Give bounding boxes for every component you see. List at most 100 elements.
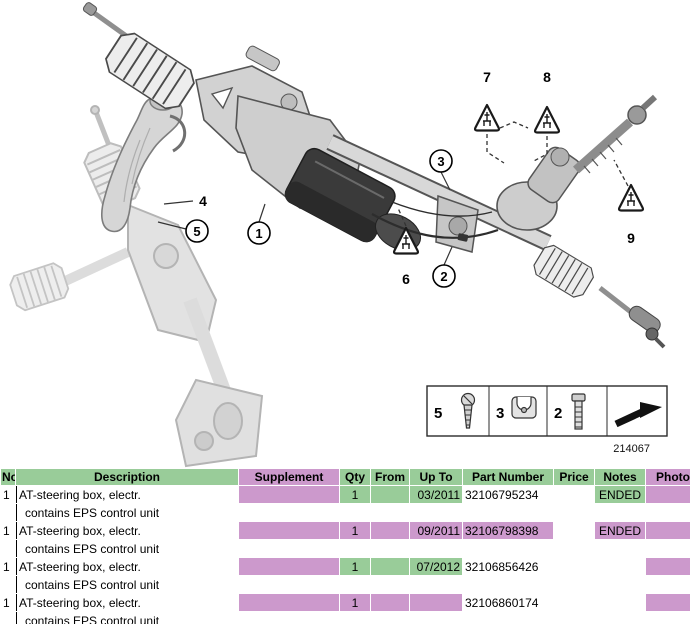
callout-6[interactable]: 6 (402, 271, 410, 287)
callout-3[interactable]: 3 (429, 149, 453, 173)
row-description: AT-steering box, electr. (16, 594, 238, 611)
callout-2[interactable]: 2 (432, 264, 456, 288)
parts-diagram-svg: 1 2 3 5 4 6 7 8 (7, 2, 668, 468)
row-price (554, 486, 594, 503)
legend-see-illustration[interactable] (614, 402, 662, 428)
row-notes (595, 504, 645, 521)
drawing-number: 214067 (613, 443, 650, 455)
svg-text:3: 3 (437, 154, 444, 169)
row-price (554, 594, 594, 611)
row-part-number (463, 576, 553, 593)
header-no: No. (1, 469, 15, 485)
row-price (554, 522, 594, 539)
row-part-number (463, 504, 553, 521)
row-notes: ENDED (595, 486, 645, 503)
callout-9[interactable]: 9 (627, 230, 635, 246)
row-price (554, 576, 594, 593)
row-supplement (239, 558, 339, 575)
row-supplement (239, 594, 339, 611)
header-part-number: Part Number (463, 469, 553, 485)
warning-triangle-7-icon (473, 103, 501, 132)
table-row[interactable]: 1 AT-steering box, electr. 1 09/2011 321… (1, 522, 690, 539)
row-description-line2: contains EPS control unit (16, 504, 238, 521)
row-photo (646, 522, 690, 539)
row-up-to: 03/2011 (410, 486, 462, 503)
svg-text:6: 6 (402, 271, 410, 287)
row-notes (595, 558, 645, 575)
table-row-continuation: contains EPS control unit (1, 612, 690, 624)
row-photo (646, 612, 690, 624)
ghost-assembly (7, 105, 264, 468)
row-from (371, 576, 409, 593)
row-part-number[interactable]: 32106798398 (463, 522, 553, 539)
page-arrow-icon (614, 402, 662, 428)
svg-text:3: 3 (496, 405, 504, 422)
row-notes (595, 576, 645, 593)
header-supplement: Supplement (239, 469, 339, 485)
row-part-number (463, 612, 553, 624)
row-notes (595, 540, 645, 557)
screw-icon (460, 392, 476, 429)
row-up-to: 07/2012 (410, 558, 462, 575)
legend-item-2[interactable]: 2 (554, 393, 586, 430)
row-from (371, 540, 409, 557)
row-part-number[interactable]: 32106860174 (465, 595, 539, 610)
row-part-number[interactable]: 32106795234 (465, 487, 539, 502)
svg-text:5: 5 (193, 224, 200, 239)
table-row[interactable]: 1 AT-steering box, electr. 1 32106860174 (1, 594, 690, 611)
row-no: 1 (3, 487, 10, 502)
eps-motor (284, 147, 396, 243)
row-supplement (239, 612, 339, 624)
callout-1[interactable]: 1 (247, 221, 271, 245)
row-price (554, 504, 594, 521)
table-row[interactable]: 1 AT-steering box, electr. 1 03/2011 321… (1, 486, 690, 503)
svg-text:1: 1 (255, 226, 262, 241)
row-from (371, 594, 409, 611)
row-price (554, 558, 594, 575)
row-description-line2: contains EPS control unit (16, 576, 238, 593)
header-qty: Qty (340, 469, 370, 485)
table-row-continuation: contains EPS control unit (1, 504, 690, 521)
callout-7[interactable]: 7 (483, 69, 491, 85)
bolt-icon (571, 393, 586, 430)
callout-5[interactable]: 5 (185, 219, 209, 243)
row-qty: 1 (340, 522, 370, 539)
row-supplement (239, 504, 339, 521)
fastener-legend: 5 3 2 (426, 385, 668, 455)
table-row[interactable]: 1 AT-steering box, electr. 1 07/2012 321… (1, 558, 690, 575)
callout-4[interactable]: 4 (199, 193, 207, 209)
row-up-to (410, 612, 462, 624)
legend-item-5[interactable]: 5 (434, 392, 476, 429)
row-notes: ENDED (595, 522, 645, 539)
row-qty: 1 (340, 558, 370, 575)
svg-text:7: 7 (483, 69, 491, 85)
svg-text:4: 4 (199, 193, 207, 209)
row-supplement (239, 486, 339, 503)
row-no (1, 540, 15, 557)
row-no (1, 576, 15, 593)
row-no (1, 504, 15, 521)
row-qty (340, 576, 370, 593)
header-photo: Photo (646, 469, 690, 485)
row-qty (340, 504, 370, 521)
svg-text:8: 8 (543, 69, 551, 85)
row-price (554, 540, 594, 557)
header-price: Price (554, 469, 594, 485)
row-supplement (239, 576, 339, 593)
legend-item-3[interactable]: 3 (496, 396, 537, 422)
row-up-to: 09/2011 (410, 522, 462, 539)
row-supplement (239, 522, 339, 539)
row-description: AT-steering box, electr. (16, 558, 238, 575)
row-supplement (239, 540, 339, 557)
row-photo (646, 540, 690, 557)
row-no: 1 (3, 559, 10, 574)
svg-text:2: 2 (554, 405, 562, 422)
warning-triangle-8-icon (533, 105, 561, 134)
row-part-number[interactable]: 32106856426 (465, 559, 539, 574)
row-from (371, 522, 409, 539)
table-header-row: No. Description Supplement Qty From Up T… (1, 469, 690, 485)
row-description: AT-steering box, electr. (16, 486, 238, 503)
table-row-continuation: contains EPS control unit (1, 540, 690, 557)
row-part-number (463, 540, 553, 557)
callout-8[interactable]: 8 (543, 69, 551, 85)
